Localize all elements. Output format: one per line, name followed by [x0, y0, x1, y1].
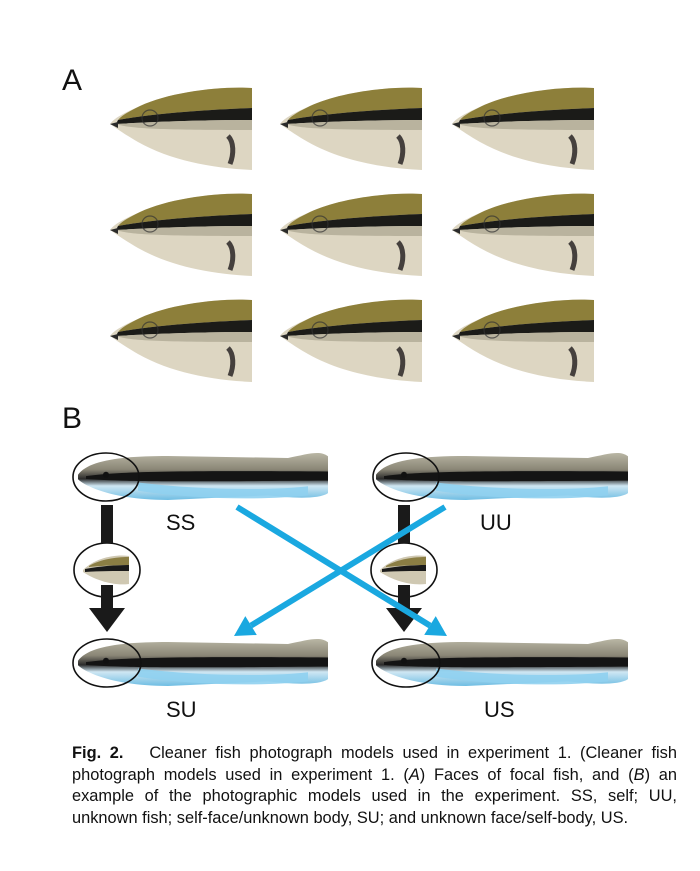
panel-a-label: A	[62, 64, 83, 97]
model-label-uu: UU	[480, 510, 512, 535]
fish-face-3	[452, 84, 594, 170]
caption-text-1: Cleaner fish photograph models used in e…	[72, 744, 677, 784]
caption-text-3: ) an example of the photographic models …	[72, 765, 678, 827]
mini-face-right	[370, 542, 438, 598]
arrow-ss-to-su	[89, 505, 125, 632]
figure-caption: Fig. 2. Cleaner fish photograph models u…	[72, 743, 677, 829]
fish-ss	[78, 453, 328, 500]
fish-us	[376, 639, 628, 686]
caption-label: Fig. 2.	[72, 744, 124, 762]
fish-face-5	[280, 190, 422, 276]
face-circle-uu	[372, 452, 440, 502]
arrow-ss-to-us	[235, 504, 447, 636]
face-circle-ss	[72, 452, 140, 502]
fish-uu	[376, 453, 628, 500]
caption-a-ref: A	[408, 765, 420, 784]
caption-b-ref: B	[633, 765, 645, 784]
fish-face-1	[110, 84, 252, 170]
arrow-uu-to-su	[234, 504, 447, 636]
fish-su	[78, 639, 328, 686]
fish-face-2	[280, 84, 422, 170]
model-label-us: US	[484, 697, 515, 722]
fish-face-9	[452, 296, 594, 382]
panel-b-label: B	[62, 402, 83, 435]
mini-face-left	[73, 542, 141, 598]
fish-face-8	[280, 296, 422, 382]
face-circle-us	[371, 638, 441, 688]
face-circle-su	[72, 638, 142, 688]
fish-face-6	[452, 190, 594, 276]
caption-text-2: ) Faces of focal fish, and (	[419, 765, 634, 784]
model-label-su: SU	[166, 697, 197, 722]
fish-face-7	[110, 296, 252, 382]
fish-face-4	[110, 190, 252, 276]
model-label-ss: SS	[166, 510, 196, 535]
